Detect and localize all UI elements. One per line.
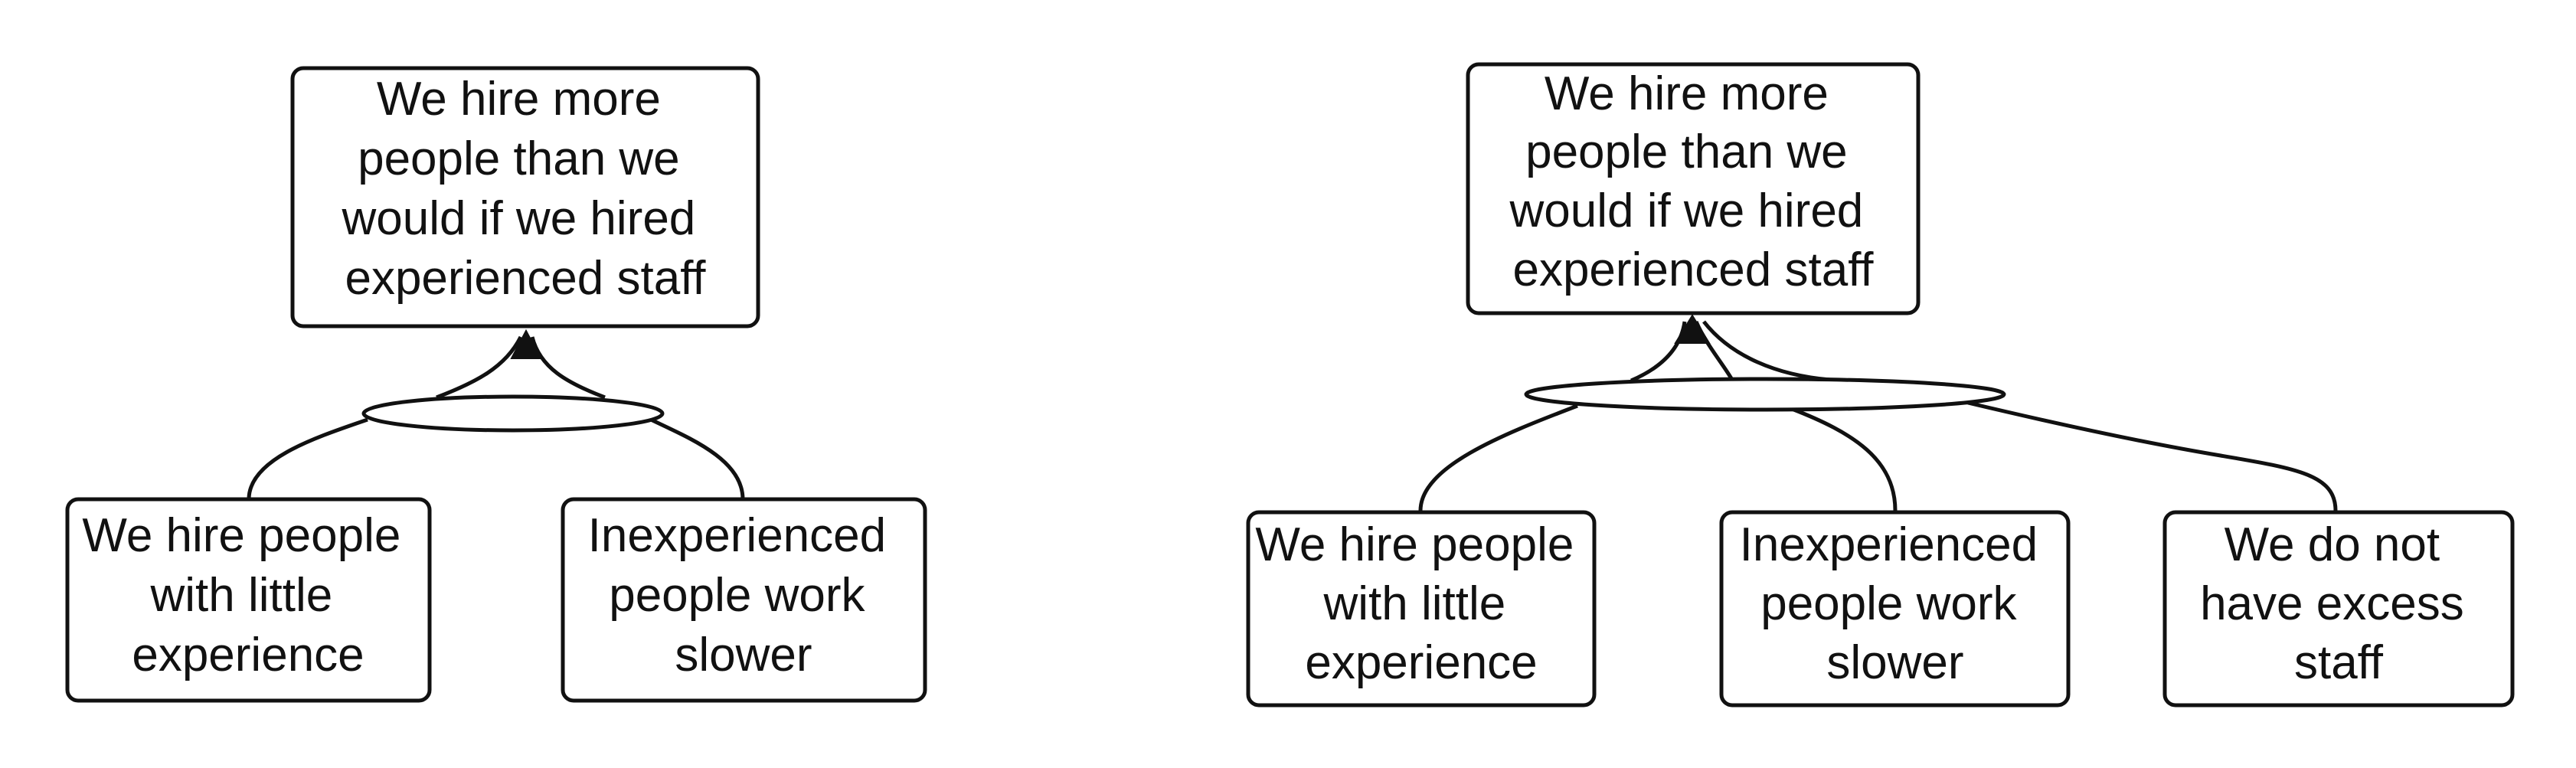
arrowhead-icon [510,328,542,359]
connector-join-to-conclusion [436,335,523,400]
and-join-ellipse [1524,377,2006,412]
conclusion-text: We hire more people than we would if we … [1509,67,1876,296]
connector-premise-1-to-join [1418,404,1578,511]
connector-premise-1-to-join [247,417,368,500]
and-join-ellipse [361,394,665,433]
conclusion-box: We hire more people than we would if we … [1466,62,1921,315]
premise-box: Inexperienced people work slower [561,497,927,703]
connector-join-to-conclusion [530,336,606,400]
argument-map-1: We hire more people than we would if we … [65,66,927,703]
premise-text: Inexperienced people work slower [1740,518,2051,689]
argument-map-2: We hire more people than we would if we … [1246,62,2515,708]
premise-text: We do not have excess staff [2200,518,2477,689]
premise-text: We hire people with little experience [1255,518,1587,689]
connector-join-to-conclusion [1702,320,1831,382]
premise-box: We hire people with little experience [1246,510,1597,708]
connector-premise-2-to-join [649,417,745,500]
premise-text: Inexperienced people work slower [588,509,900,681]
conclusion-box: We hire more people than we would if we … [290,66,760,328]
arrowhead-icon [1674,314,1711,344]
connector-join-to-conclusion [1630,321,1687,383]
conclusion-text: We hire more people than we would if we … [341,73,708,305]
premise-box: We hire people with little experience [65,497,432,703]
premise-box: Inexperienced people work slower [1719,510,2071,708]
connector-premise-3-to-join [1967,400,2338,511]
premise-box: We do not have excess staff [2162,510,2515,708]
connector-premise-2-to-join [1791,407,1898,511]
premise-text: We hire people with little experience [82,509,414,681]
